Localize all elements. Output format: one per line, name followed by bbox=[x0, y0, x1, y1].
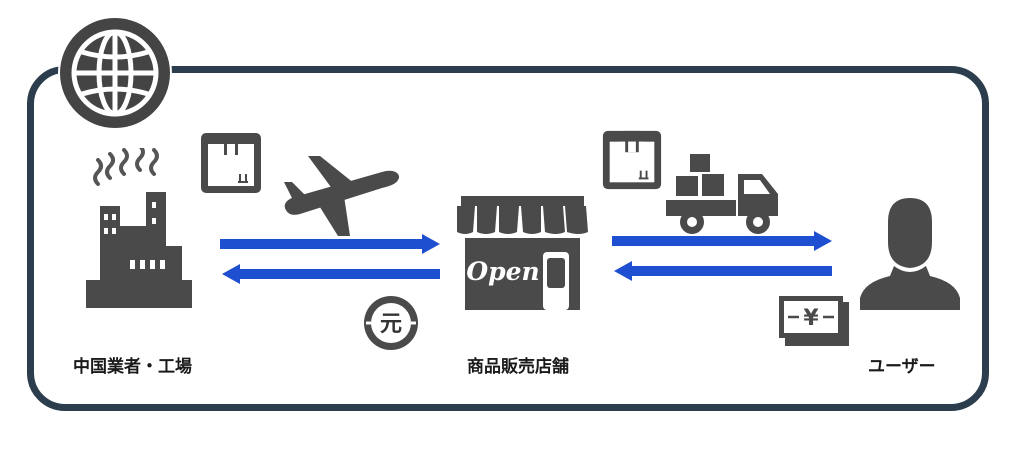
globe-icon bbox=[58, 16, 172, 130]
user-label: ユーザー bbox=[868, 357, 936, 377]
truck-icon bbox=[666, 154, 778, 234]
factory-icon bbox=[86, 148, 192, 308]
store-icon: Open bbox=[457, 196, 588, 310]
yen-symbol: ¥ bbox=[803, 306, 819, 331]
store-label: 商品販売店舗 bbox=[467, 357, 569, 377]
order-arrow bbox=[220, 234, 440, 284]
package-icon-2 bbox=[602, 130, 662, 190]
user-icon bbox=[860, 198, 960, 310]
yuan-symbol: 元 bbox=[380, 312, 402, 337]
diagram-frame bbox=[27, 66, 989, 411]
store-sign: Open bbox=[466, 257, 539, 286]
delivery-arrow bbox=[612, 231, 832, 281]
yuan-coin-icon: 元 bbox=[364, 296, 418, 350]
package-icon bbox=[201, 133, 261, 193]
yen-banknote-icon: ¥ bbox=[779, 296, 849, 346]
airplane-icon bbox=[284, 156, 400, 236]
factory-label: 中国業者・工場 bbox=[73, 357, 192, 377]
